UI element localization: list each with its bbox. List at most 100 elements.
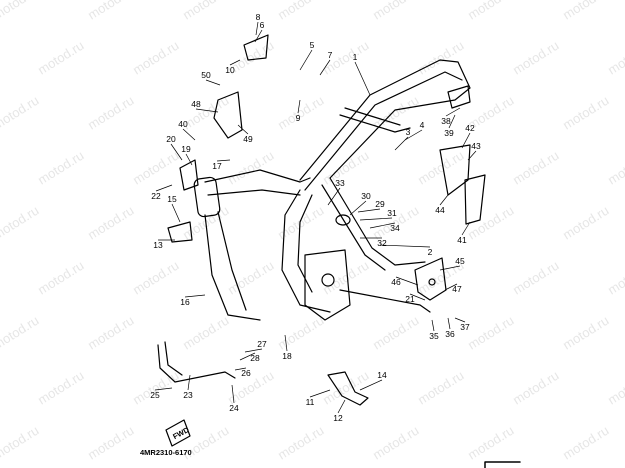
- main-center-tube: [281, 189, 331, 313]
- leader-line-29: [357, 208, 381, 213]
- leader-line-23: [187, 374, 191, 391]
- part-callout-36: 36: [445, 329, 455, 339]
- part-callout-35: 35: [429, 331, 439, 341]
- part-callout-32: 32: [377, 238, 387, 248]
- watermark-22: motod.ru: [560, 93, 611, 133]
- leader-line-4: [404, 129, 423, 141]
- gusset-19: [179, 159, 199, 191]
- part-callout-12: 12: [333, 413, 343, 423]
- leader-line-48: [195, 108, 219, 113]
- watermark-54: motod.ru: [560, 313, 611, 353]
- watermark-38: motod.ru: [560, 203, 611, 243]
- leader-lines: [154, 21, 477, 414]
- bracket-6: [243, 34, 269, 61]
- watermark-13: motod.ru: [510, 38, 561, 78]
- leader-line-17: [216, 159, 231, 162]
- part-callout-3: 3: [406, 127, 411, 137]
- part-callout-26: 26: [241, 368, 251, 378]
- leader-line-24: [231, 384, 235, 404]
- backbone-bottom: [207, 189, 301, 196]
- leader-line-44: [439, 194, 449, 206]
- rear-stay-2: [321, 184, 386, 271]
- part-callout-34: 34: [390, 223, 400, 233]
- part-callout-43: 43: [471, 141, 481, 151]
- part-callout-4: 4: [420, 120, 425, 130]
- footrest-bar-2: [164, 341, 183, 376]
- watermark-30: motod.ru: [605, 148, 625, 188]
- leader-line-15: [171, 203, 181, 223]
- leader-line-36: [447, 317, 451, 330]
- watermark-69: motod.ru: [465, 423, 516, 463]
- leader-line-47: [444, 283, 458, 291]
- watermark-29: motod.ru: [510, 148, 561, 188]
- watermark-62: motod.ru: [605, 368, 625, 408]
- part-callout-44: 44: [435, 205, 445, 215]
- part-callout-5: 5: [310, 40, 315, 50]
- watermark-70: motod.ru: [560, 423, 611, 463]
- part-callout-37: 37: [460, 322, 470, 332]
- lower-rear-tube: [339, 289, 431, 313]
- leader-line-28: [239, 352, 256, 361]
- watermark-27: motod.ru: [320, 148, 371, 188]
- part-callout-48: 48: [191, 99, 201, 109]
- bracket-41: [464, 174, 486, 225]
- watermark-16: motod.ru: [0, 93, 41, 133]
- part-callout-41: 41: [457, 235, 467, 245]
- watermark-48: motod.ru: [0, 313, 41, 353]
- watermark-17: motod.ru: [85, 93, 136, 133]
- watermark-53: motod.ru: [465, 313, 516, 353]
- leader-line-38: [445, 107, 461, 117]
- part-callout-2: 2: [428, 247, 433, 257]
- part-callout-45: 45: [455, 256, 465, 266]
- watermark-40: motod.ru: [35, 258, 86, 298]
- part-callout-24: 24: [229, 403, 239, 413]
- watermark-65: motod.ru: [85, 423, 136, 463]
- leader-line-46: [395, 276, 419, 286]
- watermark-56: motod.ru: [35, 368, 86, 408]
- watermark-58: motod.ru: [225, 368, 276, 408]
- leader-line-26: [234, 367, 247, 371]
- rear-stay: [329, 177, 426, 266]
- part-callout-15: 15: [167, 194, 177, 204]
- leader-line-12: [337, 399, 346, 414]
- part-callout-7: 7: [328, 50, 333, 60]
- leader-line-45: [439, 265, 461, 271]
- part-callout-10: 10: [225, 65, 235, 75]
- part-callout-25: 25: [150, 390, 160, 400]
- frame-linework: [157, 34, 521, 468]
- watermark-1: motod.ru: [85, 0, 136, 23]
- leader-line-19: [185, 153, 193, 166]
- leader-line-34: [369, 222, 396, 229]
- part-callout-27: 27: [257, 339, 267, 349]
- leader-line-39: [448, 114, 456, 129]
- part-callout-14: 14: [377, 370, 387, 380]
- watermark-60: motod.ru: [415, 368, 466, 408]
- part-callout-22: 22: [151, 191, 161, 201]
- leader-line-35: [431, 319, 435, 332]
- part-callout-49: 49: [243, 134, 253, 144]
- watermark-64: motod.ru: [0, 423, 41, 463]
- seat-cross-tube: [339, 114, 411, 133]
- watermark-4: motod.ru: [370, 0, 421, 23]
- watermark-5: motod.ru: [465, 0, 516, 23]
- leader-line-41: [461, 221, 471, 236]
- part-callout-30: 30: [361, 191, 371, 201]
- part-callout-50: 50: [201, 70, 211, 80]
- leader-line-18: [284, 334, 288, 352]
- part-callout-1: 1: [353, 52, 358, 62]
- leader-line-30: [349, 200, 367, 216]
- part-callout-20: 20: [166, 134, 176, 144]
- part-callout-40: 40: [178, 119, 188, 129]
- watermark-50: motod.ru: [180, 313, 231, 353]
- part-callout-16: 16: [180, 297, 190, 307]
- part-callout-8: 8: [256, 12, 261, 22]
- watermark-61: motod.ru: [510, 368, 561, 408]
- fwd-badge: [165, 419, 191, 447]
- watermark-46: motod.ru: [605, 258, 625, 298]
- part-callout-11: 11: [306, 397, 315, 407]
- watermark-68: motod.ru: [370, 423, 421, 463]
- leader-line-11: [309, 389, 331, 398]
